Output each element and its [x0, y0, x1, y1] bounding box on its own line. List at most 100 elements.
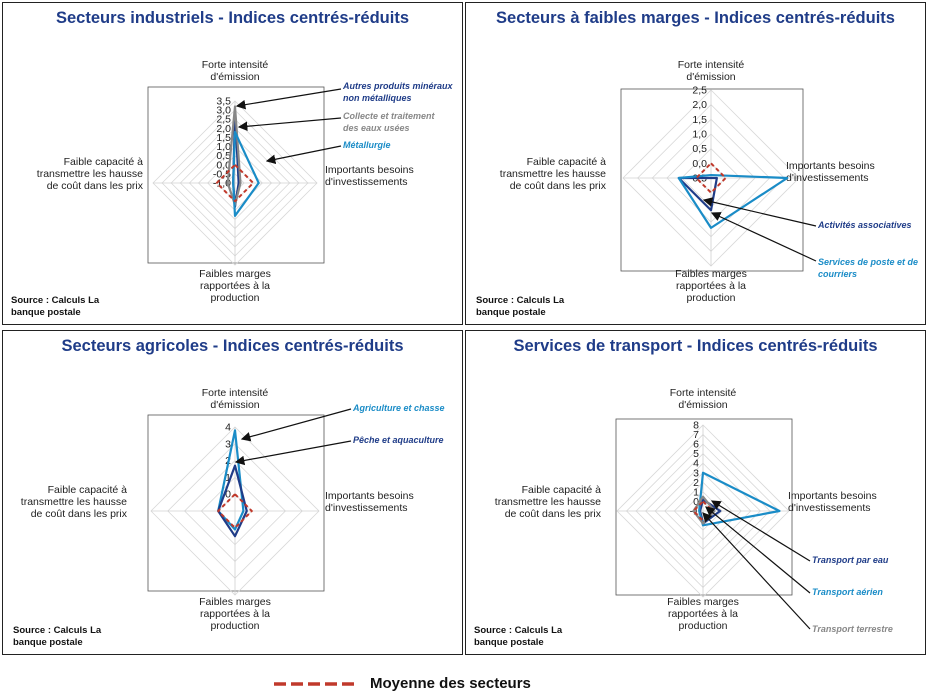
- plot-area: [620, 88, 804, 272]
- axis-label: Importants besoins: [788, 490, 877, 502]
- radar-grid: [150, 426, 320, 596]
- axis-label: transmettre les hausse: [37, 168, 143, 180]
- axis-label: Importants besoins: [325, 164, 414, 176]
- scale-tick-label: 1,0: [692, 129, 707, 141]
- axis-label: Importants besoins: [786, 160, 875, 172]
- axis-label: Forte intensité: [670, 387, 737, 399]
- annotation-arrow: [234, 440, 352, 466]
- annotation-arrow: [240, 408, 352, 442]
- scale-tick-label: 3,0: [216, 105, 231, 117]
- scale-tick-label: 1,0: [216, 141, 231, 153]
- axis-label: Faible capacité à: [48, 484, 128, 496]
- scale-tick-label: 4: [225, 422, 231, 434]
- axis-label: d'émission: [210, 399, 259, 411]
- scale-tick-label: 8: [693, 420, 699, 432]
- scale-tick-label: 5: [693, 448, 699, 460]
- annotation-arrow: [710, 212, 817, 262]
- axis-label: rapportées à la: [668, 608, 738, 620]
- axis-label: Faibles marges: [667, 596, 739, 608]
- axis-label: de coût dans les prix: [31, 508, 128, 520]
- annotation-arrow: [702, 197, 817, 227]
- chart-panel-industriels: Secteurs industriels - Indices centrés-r…: [2, 2, 463, 325]
- annotation-label: Services de poste et de: [818, 257, 918, 267]
- scale-tick-label: 2: [693, 477, 699, 489]
- source-note: Source : Calculs La: [474, 625, 563, 636]
- annotation-arrow: [235, 88, 342, 110]
- annotation-label: Transport terrestre: [812, 624, 893, 634]
- annotation-label: Pêche et aquaculture: [353, 435, 444, 445]
- source-note: banque postale: [474, 637, 544, 648]
- series-moyenne-des-secteurs: [215, 163, 255, 203]
- legend-dashed-swatch: [274, 682, 354, 686]
- annotation-label: Transport aérien: [812, 587, 883, 597]
- axis-label: Faible capacité à: [527, 156, 607, 168]
- scale-tick-label: 2,5: [216, 114, 231, 126]
- axis-label: d'investissements: [325, 176, 408, 188]
- scale-tick-label: 0,5: [692, 143, 707, 155]
- series-transport-terrestre: [692, 495, 716, 525]
- axis-label: d'émission: [678, 399, 727, 411]
- axis-label: Faibles marges: [675, 268, 747, 280]
- source-note: Source : Calculs La: [13, 625, 102, 636]
- axis-label: d'émission: [210, 71, 259, 83]
- axis-label: rapportées à la: [676, 280, 746, 292]
- scale-tick-label: 1,5: [216, 132, 231, 144]
- series-transport-a-rien: [698, 471, 781, 527]
- plot-area: [147, 414, 325, 592]
- annotation-label: Autres produits minéraux: [342, 81, 454, 91]
- chart-title: Secteurs à faibles marges - Indices cent…: [496, 9, 895, 27]
- scale-tick-label: 3,5: [216, 96, 231, 108]
- scale-tick-label: 0,0: [692, 158, 707, 170]
- axis-label: Faible capacité à: [522, 484, 602, 496]
- chart-title: Secteurs agricoles - Indices centrés-réd…: [61, 337, 404, 355]
- source-note: banque postale: [11, 307, 81, 318]
- annotation-label: non métalliques: [343, 93, 412, 103]
- annotation-arrow: [265, 145, 342, 165]
- axis-label: Importants besoins: [325, 490, 414, 502]
- scale-tick-label: 1: [225, 472, 231, 484]
- axis-label: de coût dans les prix: [510, 180, 607, 192]
- annotation-arrow: [237, 117, 342, 132]
- axis-label: rapportées à la: [200, 608, 270, 620]
- scale-tick-label: 0,0: [216, 159, 231, 171]
- axis-label: Forte intensité: [202, 387, 269, 399]
- axis-label: transmettre les hausse: [21, 496, 127, 508]
- series-moyenne-des-secteurs: [217, 493, 253, 529]
- plot-area: [615, 418, 793, 596]
- chart-panel-agricoles: Secteurs agricoles - Indices centrés-réd…: [2, 330, 463, 655]
- axis-label: d'émission: [686, 71, 735, 83]
- axis-label: transmettre les hausse: [500, 168, 606, 180]
- scale-tick-label: 4: [693, 458, 699, 470]
- annotation-label: Collecte et traitement: [343, 111, 436, 121]
- axis-label: de coût dans les prix: [505, 508, 602, 520]
- annotation-label: Transport par eau: [812, 555, 889, 565]
- scale-tick-label: -0,5: [213, 168, 231, 180]
- chart-title: Secteurs industriels - Indices centrés-r…: [55, 9, 410, 27]
- axis-label: Faibles marges: [199, 596, 271, 608]
- axis-label: production: [210, 620, 259, 632]
- legend-label: Moyenne des secteurs: [370, 675, 531, 692]
- source-note: Source : Calculs La: [476, 295, 565, 306]
- chart-panel-transport: Services de transport - Indices centrés-…: [465, 330, 926, 655]
- source-note: Source : Calculs La: [11, 295, 100, 306]
- scale-tick-label: 2,5: [692, 85, 707, 97]
- annotation-label: Métallurgie: [343, 140, 391, 150]
- scale-tick-label: 7: [693, 429, 699, 441]
- axis-label: production: [678, 620, 727, 632]
- annotation-label: des eaux usées: [343, 123, 410, 133]
- series-p-che-et-aquaculture: [217, 464, 248, 538]
- source-note: banque postale: [13, 637, 83, 648]
- axis-label: production: [210, 292, 259, 304]
- scale-tick-label: 1: [693, 486, 699, 498]
- scale-tick-label: 0: [693, 496, 699, 508]
- scale-tick-label: 0: [225, 489, 231, 501]
- annotation-arrow: [710, 500, 811, 562]
- scale-tick-label: 6: [693, 439, 699, 451]
- chart-title: Services de transport - Indices centrés-…: [513, 337, 878, 355]
- axis-label: production: [686, 292, 735, 304]
- axis-label: Faibles marges: [199, 268, 271, 280]
- legend: Moyenne des secteurs: [270, 674, 690, 694]
